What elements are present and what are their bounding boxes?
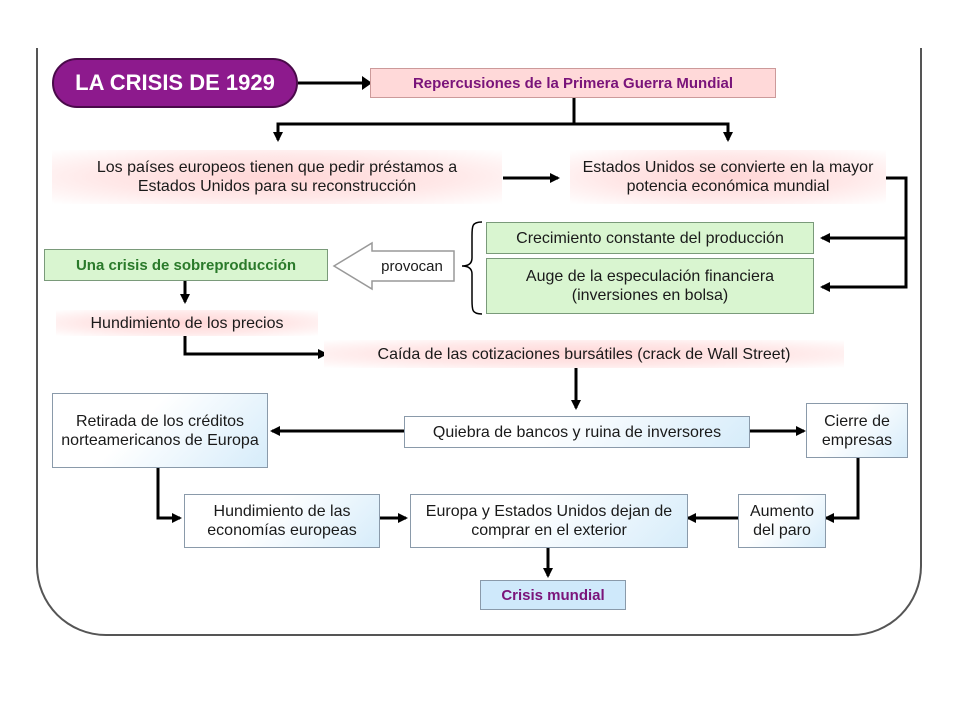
diagram-frame: [36, 48, 922, 636]
provocan-arrow-shape: [332, 241, 455, 291]
brace-bracket: [461, 221, 483, 315]
node-sobreproduccion: Una crisis de sobreproducción: [44, 249, 328, 281]
arrow-retirada-economias: [156, 468, 182, 523]
node-estados-unidos: Estados Unidos se convierte en la mayor …: [570, 150, 886, 204]
label-provocan: provocan: [381, 257, 443, 275]
arrow-cierre-aumento: [824, 458, 860, 523]
node-europa-eeuu: Europa y Estados Unidos dejan de comprar…: [410, 494, 688, 548]
node-hundimiento-precios: Hundimiento de los precios: [56, 310, 318, 336]
arrow-precios-caida: [183, 336, 328, 359]
node-retirada: Retirada de los créditos norteamericanos…: [52, 393, 268, 468]
diagram-title: LA CRISIS DE 1929: [52, 58, 298, 108]
node-repercusiones: Repercusiones de la Primera Guerra Mundi…: [370, 68, 776, 98]
node-crisis-mundial: Crisis mundial: [480, 580, 626, 610]
node-paises-europeos: Los países europeos tienen que pedir pré…: [52, 150, 502, 204]
node-aumento: Aumento del paro: [738, 494, 826, 548]
connector-dot: [362, 76, 372, 90]
node-quiebra: Quiebra de bancos y ruina de inversores: [404, 416, 750, 448]
arrow-to-paises: [273, 98, 576, 142]
node-auge: Auge de la especulación financiera (inve…: [486, 258, 814, 314]
node-crecimiento: Crecimiento constante del producción: [486, 222, 814, 254]
node-hundimiento-economias: Hundimiento de las economías europeas: [184, 494, 380, 548]
node-caida: Caída de las cotizaciones bursátiles (cr…: [324, 340, 844, 368]
arrow-eeuu-auge: [820, 176, 908, 292]
arrow-to-eeuu: [574, 122, 733, 142]
node-cierre: Cierre de empresas: [806, 403, 908, 458]
